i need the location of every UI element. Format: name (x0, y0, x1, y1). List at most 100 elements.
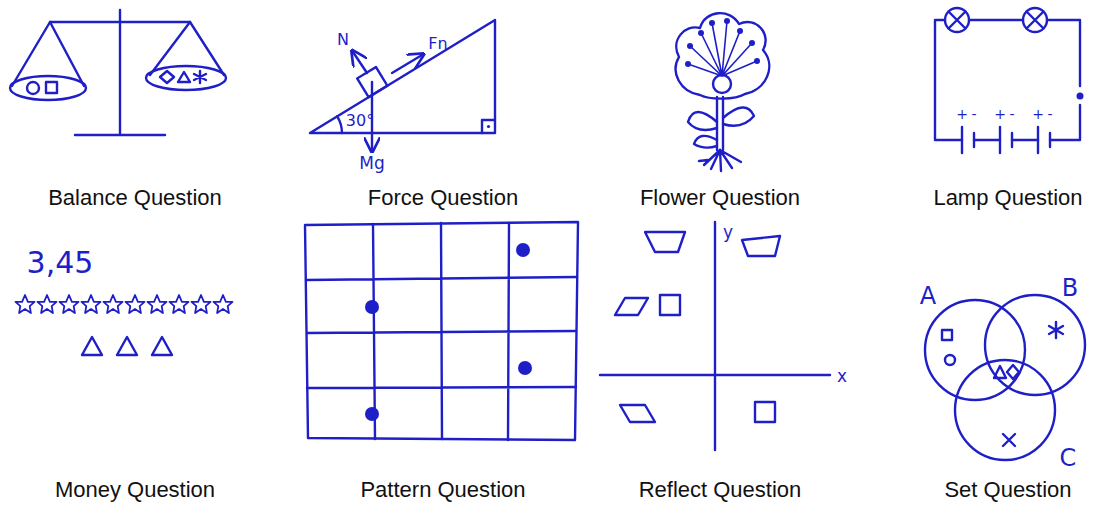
filaments (688, 21, 757, 76)
anther (685, 61, 691, 67)
lamp-drawing (935, 8, 1084, 153)
triangle-coin (152, 337, 172, 355)
right-angle (482, 120, 495, 133)
flower-drawing (676, 13, 770, 171)
star (148, 295, 167, 313)
pattern-dot (518, 361, 532, 375)
incline (310, 20, 495, 133)
balance-drawing (10, 10, 226, 135)
star (170, 295, 189, 313)
normal-force-arrow (353, 52, 367, 73)
handwritten-label: x (837, 367, 847, 386)
money-drawing (16, 295, 233, 355)
asterisk-weight (194, 71, 206, 83)
handwritten-label: - (1009, 107, 1014, 122)
anther (724, 18, 730, 24)
set-circle (955, 360, 1055, 460)
handwritten-label: 30° (346, 112, 374, 130)
grid-lines (306, 223, 577, 440)
diamond-weight (160, 71, 174, 83)
question-caption: Set Question (944, 478, 1071, 502)
handwritten-label: + (994, 107, 1006, 122)
anther (709, 20, 715, 26)
lamp-cross (1027, 12, 1044, 29)
triangle-coin (117, 337, 137, 355)
circle-element (945, 355, 955, 365)
anther (754, 58, 760, 64)
star (60, 295, 79, 313)
triangle-coin (82, 337, 102, 355)
triangle-weight (178, 72, 190, 82)
pattern-dot (365, 407, 379, 421)
lamp (1023, 8, 1047, 32)
diamond-element (1007, 365, 1019, 379)
question-caption: Force Question (368, 186, 518, 210)
lamp-cross (949, 12, 966, 29)
axes (600, 222, 830, 450)
question-caption: Balance Question (48, 186, 222, 210)
pattern-dot (365, 300, 379, 314)
angle-arc (337, 116, 342, 133)
handwritten-label: y (723, 223, 733, 242)
parallelogram (620, 405, 655, 422)
left-pan (10, 76, 86, 100)
force-drawing (310, 20, 495, 150)
star (104, 295, 123, 313)
anther (737, 28, 743, 34)
handwritten-label: - (1047, 107, 1052, 122)
question-caption: Money Question (55, 478, 215, 502)
trapezoid (645, 232, 685, 252)
roots (699, 150, 741, 171)
handwritten-label: + (1032, 107, 1044, 122)
handwritten-label: N (337, 31, 349, 49)
right-angle-dot (487, 125, 490, 128)
flower-head (676, 13, 770, 98)
parallelogram (615, 298, 648, 315)
handwritten-label: - (971, 107, 976, 122)
lamp (945, 8, 969, 32)
wire (935, 20, 1080, 140)
leaf (694, 136, 717, 148)
question-caption: Lamp Question (933, 186, 1082, 210)
star (82, 295, 101, 313)
pattern-drawing (305, 222, 578, 440)
question-caption: Reflect Question (639, 478, 802, 502)
star (38, 295, 57, 313)
handwritten-label: Mg (359, 154, 384, 173)
circle-weight (27, 82, 39, 94)
handwritten-label: 3,45 (27, 246, 94, 279)
leaf (723, 107, 754, 125)
battery-cell (962, 127, 1050, 153)
balance-stand (50, 10, 190, 135)
friction-force-arrow (392, 55, 422, 73)
star (214, 295, 233, 313)
asterisk-element (1049, 322, 1063, 338)
anther (698, 30, 704, 36)
star (126, 295, 145, 313)
star (192, 295, 211, 313)
grid-border (305, 222, 578, 440)
trapezoid (742, 236, 780, 256)
square (755, 402, 775, 422)
set-circle (985, 295, 1085, 395)
square (660, 295, 680, 315)
right-pan (146, 66, 226, 90)
question-caption: Flower Question (640, 186, 800, 210)
triangle-element (994, 366, 1006, 378)
handwritten-label: C (1060, 445, 1077, 471)
pattern-dot (516, 243, 530, 257)
reflect-drawing (600, 222, 830, 450)
question-caption: Pattern Question (360, 478, 525, 502)
cross-element (1003, 434, 1015, 446)
square-element (942, 330, 952, 340)
anther (687, 43, 693, 49)
flower-center (713, 75, 731, 93)
switch-contact (1077, 93, 1084, 100)
handwritten-label: Fn (428, 35, 447, 53)
leaf (688, 112, 717, 130)
set-drawing (925, 295, 1085, 460)
anther (749, 40, 755, 46)
